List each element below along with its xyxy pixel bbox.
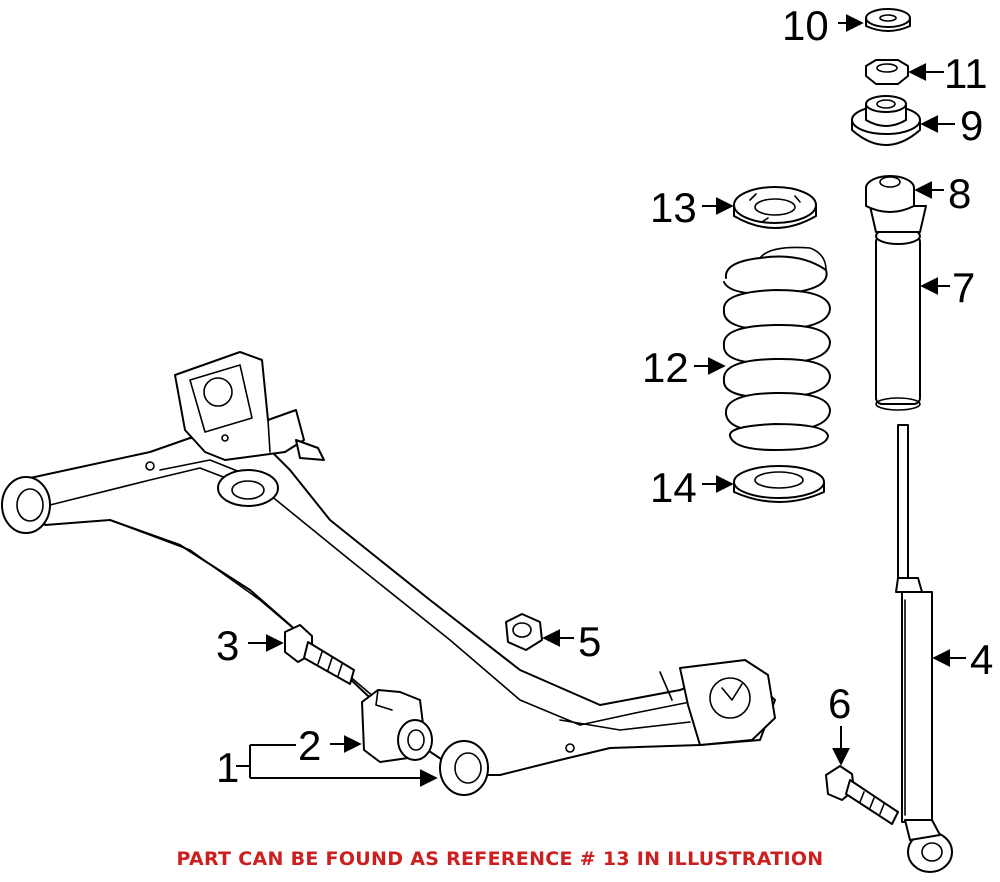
callout-14: 14 <box>650 464 697 511</box>
dust-boot <box>875 227 921 411</box>
nut-11 <box>865 59 909 85</box>
reference-note: PART CAN BE FOUND AS REFERENCE # 13 IN I… <box>176 848 824 870</box>
callout-8: 8 <box>948 170 971 217</box>
callout-10: 10 <box>782 2 829 49</box>
upper-spring-seat <box>733 186 817 229</box>
upper-mount <box>851 95 921 146</box>
callout-4: 4 <box>970 636 993 683</box>
callout-6: 6 <box>828 680 851 727</box>
axle-bushing <box>361 689 433 763</box>
shock-absorber <box>895 424 953 873</box>
callout-12: 12 <box>642 344 689 391</box>
nut-5 <box>505 613 543 651</box>
callout-5: 5 <box>578 618 601 665</box>
lower-spring-seat <box>733 465 825 503</box>
bump-stop <box>865 175 927 233</box>
leader-lines <box>236 14 966 787</box>
callout-1: 1 <box>216 744 239 791</box>
callout-7: 7 <box>952 264 975 311</box>
washer-10 <box>865 8 911 32</box>
callout-numbers: 1 2 3 4 5 6 7 8 9 10 11 12 13 14 <box>216 2 993 791</box>
callout-9: 9 <box>960 102 983 149</box>
shock-bolt <box>825 765 899 825</box>
axle-bolt <box>284 624 355 685</box>
callout-2: 2 <box>298 722 321 769</box>
coil-spring <box>722 246 831 451</box>
rear-axle-beam <box>1 351 776 796</box>
callout-3: 3 <box>216 622 239 669</box>
callout-11: 11 <box>944 50 988 97</box>
callout-13: 13 <box>650 184 697 231</box>
